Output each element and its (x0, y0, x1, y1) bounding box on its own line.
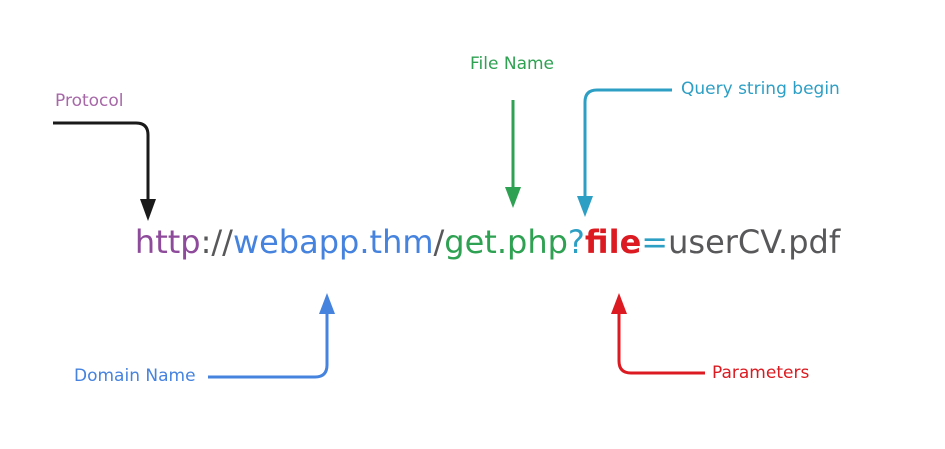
protocol-arrow (53, 121, 156, 221)
parameters-arrow (611, 293, 705, 375)
url-segment-file-name: get.php (444, 223, 568, 261)
domain-arrow (208, 293, 335, 379)
file-name-label: File Name (470, 54, 555, 74)
url-segment-parameter-name: file (584, 223, 642, 261)
query-string-begin-label: Query string begin (681, 79, 840, 99)
file-name-arrow (505, 100, 521, 208)
url-segment-query-begin: ? (567, 223, 585, 261)
url-segment-domain-name: webapp.thm (232, 223, 434, 261)
query-string-arrow (577, 88, 672, 217)
url-segment-protocol: http (134, 223, 201, 261)
url-segment-path-separator: / (433, 223, 445, 261)
url-segment-scheme-separator: :// (200, 223, 233, 261)
domain-name-label: Domain Name (74, 366, 196, 386)
url-segment-equals-sign: = (641, 223, 669, 261)
protocol-label: Protocol (55, 91, 124, 111)
url-segment-parameter-value: userCV.pdf (668, 223, 841, 261)
url-text: http://webapp.thm/get.php?file=userCV.pd… (30, 222, 945, 262)
parameters-label: Parameters (712, 363, 810, 383)
